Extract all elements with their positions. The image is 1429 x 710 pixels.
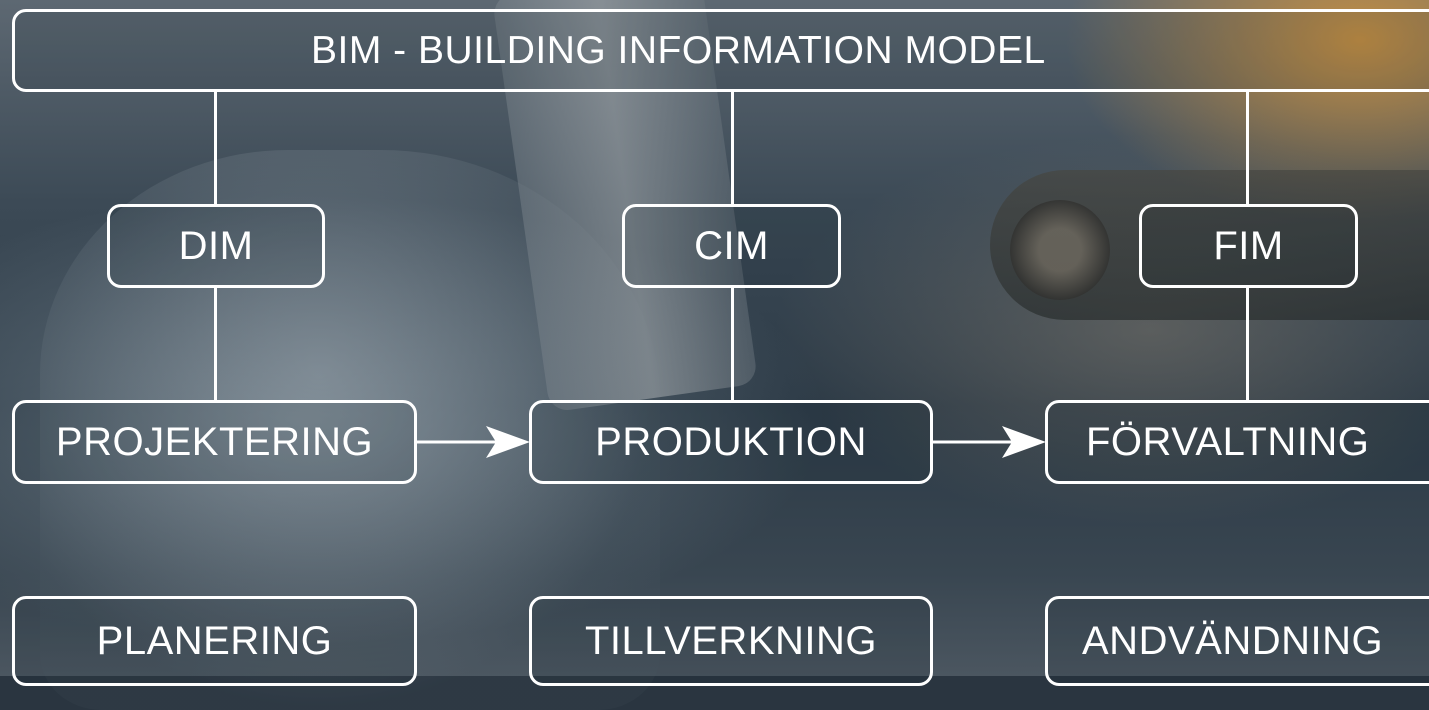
phase-box-produktion: PRODUKTION	[529, 400, 933, 484]
flow-arrows	[416, 426, 1046, 458]
connector-cim-produktion	[731, 286, 734, 402]
connector-title-fim	[1246, 90, 1249, 206]
excavator-wheel-shape	[1010, 200, 1110, 300]
connector-title-cim	[731, 90, 734, 206]
phase-label-forvaltning: FÖRVALTNING	[1086, 419, 1370, 464]
model-box-fim: FIM	[1139, 204, 1358, 288]
activity-box-tillverkning: TILLVERKNING	[529, 596, 933, 686]
connector-fim-forvaltning	[1246, 286, 1249, 402]
activity-label-planering: PLANERING	[96, 618, 333, 663]
activity-box-planering: PLANERING	[12, 596, 417, 686]
model-box-dim: DIM	[107, 204, 325, 288]
connector-dim-projektering	[214, 286, 217, 402]
bim-title-label: BIM - BUILDING INFORMATION MODEL	[311, 28, 1046, 72]
phase-label-produktion: PRODUKTION	[595, 419, 867, 464]
connector-title-dim	[214, 90, 217, 206]
model-label-dim: DIM	[178, 223, 254, 268]
activity-label-tillverkning: TILLVERKNING	[585, 618, 877, 663]
model-label-fim: FIM	[1213, 223, 1284, 268]
phase-box-projektering: PROJEKTERING	[12, 400, 417, 484]
model-label-cim: CIM	[694, 223, 769, 268]
phase-label-projektering: PROJEKTERING	[55, 419, 374, 464]
arrow-produktion-forvaltning	[932, 426, 1046, 458]
activity-box-andvandning: ANDVÄNDNING	[1045, 596, 1429, 686]
activity-label-andvandning: ANDVÄNDNING	[1082, 618, 1384, 663]
arrow-projektering-produktion	[416, 426, 530, 458]
bim-title-box: BIM - BUILDING INFORMATION MODEL	[12, 9, 1429, 92]
model-box-cim: CIM	[622, 204, 841, 288]
phase-box-forvaltning: FÖRVALTNING	[1045, 400, 1429, 484]
